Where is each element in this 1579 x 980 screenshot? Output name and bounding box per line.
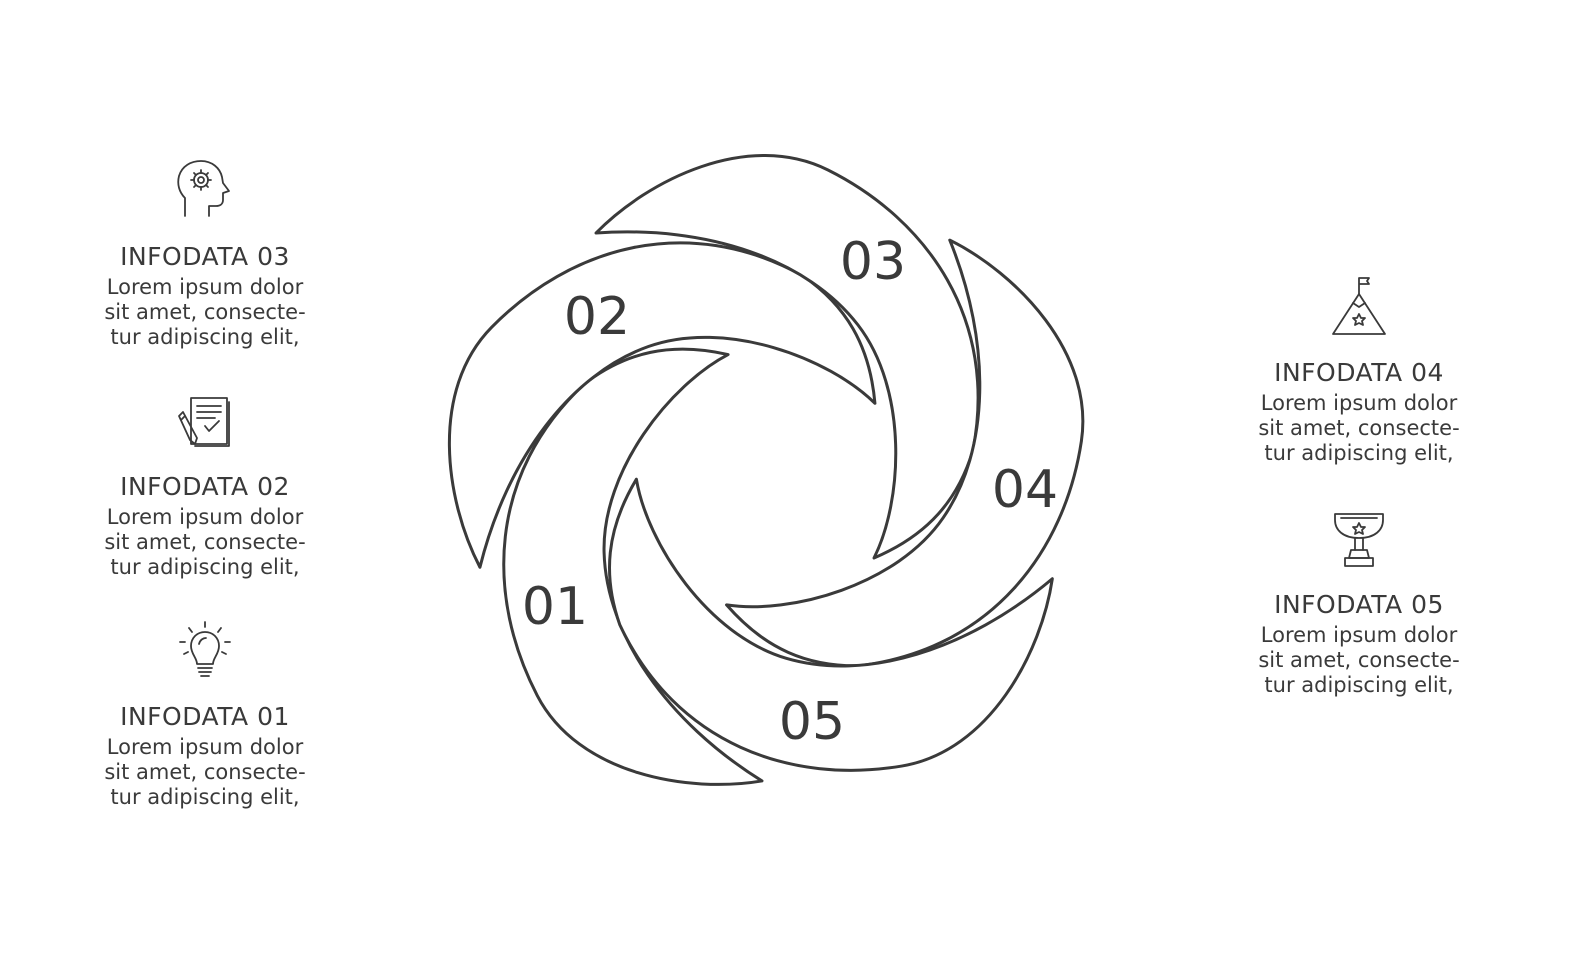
- info-line: sit amet, consecte-: [104, 300, 306, 324]
- info-title: INFODATA 03: [120, 242, 290, 271]
- segment-label-02: 02: [564, 287, 630, 347]
- info-block-05: INFODATA 05 Lorem ipsum dolor sit amet, …: [1229, 510, 1489, 698]
- swirl-segment-03: [594, 154, 980, 560]
- info-title: INFODATA 01: [120, 702, 290, 731]
- segment-label-01: 01: [522, 577, 588, 637]
- info-line: sit amet, consecte-: [104, 530, 306, 554]
- info-description: Lorem ipsum dolor sit amet, consecte- tu…: [1229, 391, 1489, 466]
- info-line: Lorem ipsum dolor: [106, 505, 304, 529]
- info-description: Lorem ipsum dolor sit amet, consecte- tu…: [1229, 623, 1489, 698]
- info-line: sit amet, consecte-: [1258, 648, 1460, 672]
- lightbulb-icon: [179, 621, 231, 677]
- segment-label-04: 04: [992, 460, 1058, 520]
- info-description: Lorem ipsum dolor sit amet, consecte- tu…: [75, 505, 335, 580]
- info-line: sit amet, consecte-: [1258, 416, 1460, 440]
- info-line: Lorem ipsum dolor: [1260, 623, 1458, 647]
- info-description: Lorem ipsum dolor sit amet, consecte- tu…: [75, 735, 335, 810]
- segment-label-05: 05: [779, 692, 845, 752]
- info-line: sit amet, consecte-: [104, 760, 306, 784]
- info-line: tur adipiscing elit,: [110, 785, 300, 809]
- info-line: tur adipiscing elit,: [1264, 441, 1454, 465]
- info-line: Lorem ipsum dolor: [1260, 391, 1458, 415]
- mountain-flag-icon: [1332, 277, 1386, 335]
- swirl-segment-04: [725, 238, 1085, 668]
- swirl-segment-05: [607, 477, 1054, 772]
- trophy-icon: [1334, 513, 1384, 567]
- info-title: INFODATA 05: [1274, 590, 1444, 619]
- info-block-04: INFODATA 04 Lorem ipsum dolor sit amet, …: [1229, 274, 1489, 466]
- segment-label-03: 03: [840, 232, 906, 292]
- info-line: tur adipiscing elit,: [1264, 673, 1454, 697]
- info-title: INFODATA 04: [1274, 358, 1444, 387]
- info-line: tur adipiscing elit,: [110, 555, 300, 579]
- info-line: Lorem ipsum dolor: [106, 275, 304, 299]
- info-description: Lorem ipsum dolor sit amet, consecte- tu…: [75, 275, 335, 350]
- info-line: Lorem ipsum dolor: [106, 735, 304, 759]
- info-line: tur adipiscing elit,: [110, 325, 300, 349]
- info-block-03: INFODATA 03 Lorem ipsum dolor sit amet, …: [75, 158, 335, 350]
- info-block-01: INFODATA 01 Lorem ipsum dolor sit amet, …: [75, 620, 335, 810]
- info-block-02: INFODATA 02 Lorem ipsum dolor sit amet, …: [75, 394, 335, 580]
- swirl-segment-02: [447, 241, 877, 569]
- info-title: INFODATA 02: [120, 472, 290, 501]
- document-pen-icon: [178, 397, 230, 447]
- head-gear-icon: [177, 160, 230, 217]
